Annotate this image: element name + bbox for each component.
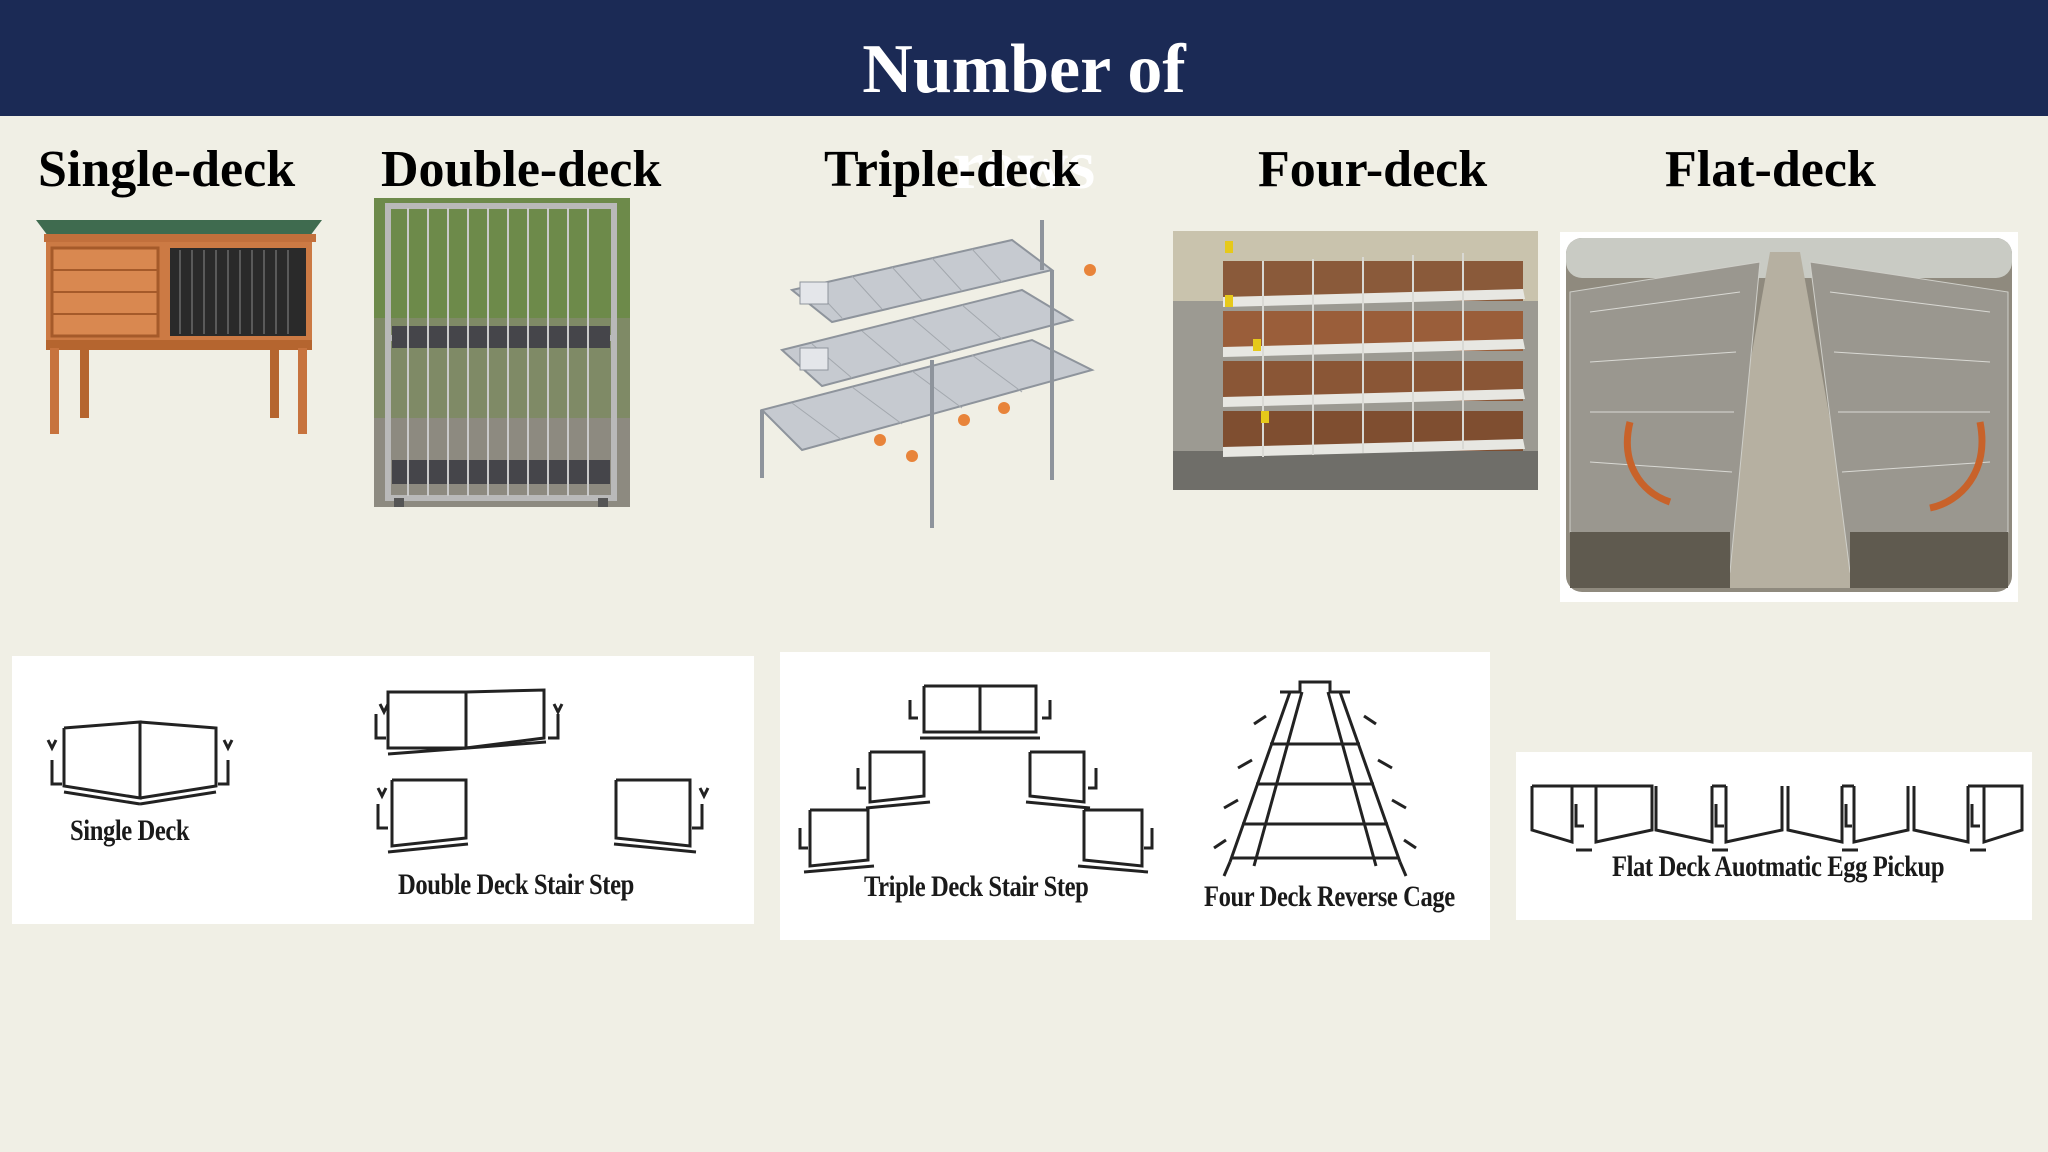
slide-title-line-1: Number of (862, 31, 1186, 108)
slide-title-line-2: rows (952, 127, 1096, 204)
caption-four-deck-reverse-cage: Four Deck Reverse Cage (1204, 880, 1455, 913)
single-deck-diagram (46, 720, 234, 806)
flat-deck-cage-photo (1560, 232, 2018, 602)
caption-single-deck: Single Deck (70, 814, 190, 847)
flat-deck-diagram (1530, 784, 2024, 852)
triple-deck-cage-render (752, 210, 1142, 530)
caption-flat-deck-egg-pickup: Flat Deck Auotmatic Egg Pickup (1612, 850, 1945, 883)
diagram-panel-flat-deck: Flat Deck Auotmatic Egg Pickup (1516, 752, 2032, 920)
single-deck-cage-photo (30, 210, 325, 440)
four-deck-cage-photo (1173, 231, 1538, 490)
label-double-deck: Double-deck (381, 141, 662, 198)
double-deck-diagram (374, 688, 710, 854)
label-triple-deck: Triple-deck (824, 141, 1081, 198)
label-flat-deck: Flat-deck (1665, 141, 1876, 198)
title-bar (0, 0, 2048, 116)
triple-deck-diagram (798, 684, 1154, 874)
four-deck-diagram (1213, 680, 1417, 877)
double-deck-cage-photo (374, 198, 630, 507)
caption-double-deck-stair-step: Double Deck Stair Step (398, 868, 634, 901)
slide-title: Number of rows (0, 22, 2048, 214)
diagram-panel-single-double: Single Deck Double Deck Stair Step (12, 656, 754, 924)
diagram-panel-triple-four: Triple Deck Stair Step Four Deck Reverse… (780, 652, 1490, 940)
caption-triple-deck-stair-step: Triple Deck Stair Step (864, 870, 1089, 903)
label-four-deck: Four-deck (1258, 141, 1488, 198)
label-single-deck: Single-deck (38, 141, 296, 198)
